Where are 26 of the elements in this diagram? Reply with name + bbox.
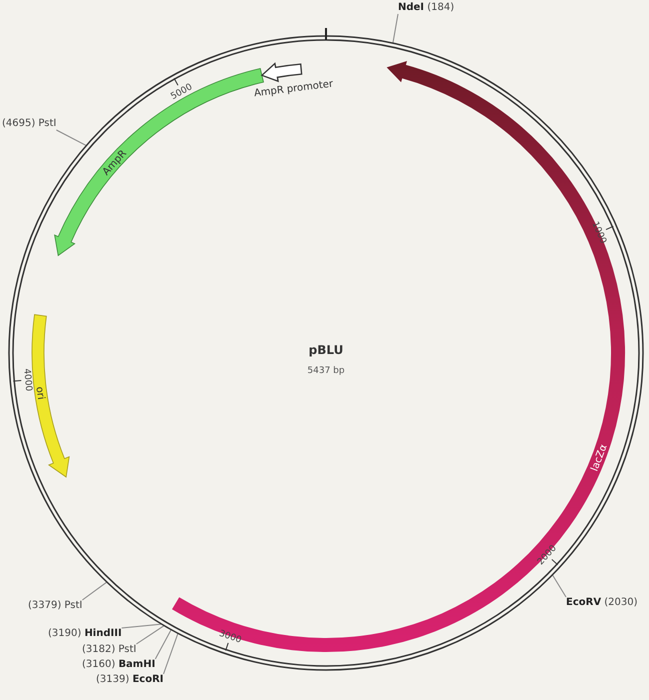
restriction-site-label: EcoRV (2030) [566,597,638,609]
leader-line [82,582,108,600]
leader-line [163,632,178,674]
leader-line [154,629,172,660]
feature-label: lacZα [589,443,610,473]
plasmid-name: pBLU [308,343,344,357]
promoter-feature [253,62,334,100]
restriction-site-label: (3182) PstI [82,644,136,656]
restriction-site-label: (3190) HindIII [48,628,122,640]
leader-line [136,625,165,644]
restriction-site-label: (3139) EcoRI [96,674,164,686]
feature-label: AmpR promoter [253,78,334,100]
leader-line [56,130,87,146]
feature-arrow [32,314,70,478]
feature-label: ori [33,386,46,400]
restriction-site-label: NdeI (184) [398,2,454,14]
scale-number: 4000 [21,368,34,392]
leader-line [121,624,162,628]
restriction-site-label: (3379) PstI [28,600,82,612]
plasmid-size: 5437 bp [307,366,345,376]
leader-line [392,14,398,44]
scale-number: 3000 [218,628,243,646]
restriction-site-label: (3160) BamHI [82,659,156,671]
scale-number: 1000 [590,220,608,246]
leader-line [552,574,566,598]
restriction-site-label: (4695) PstI [2,118,56,130]
